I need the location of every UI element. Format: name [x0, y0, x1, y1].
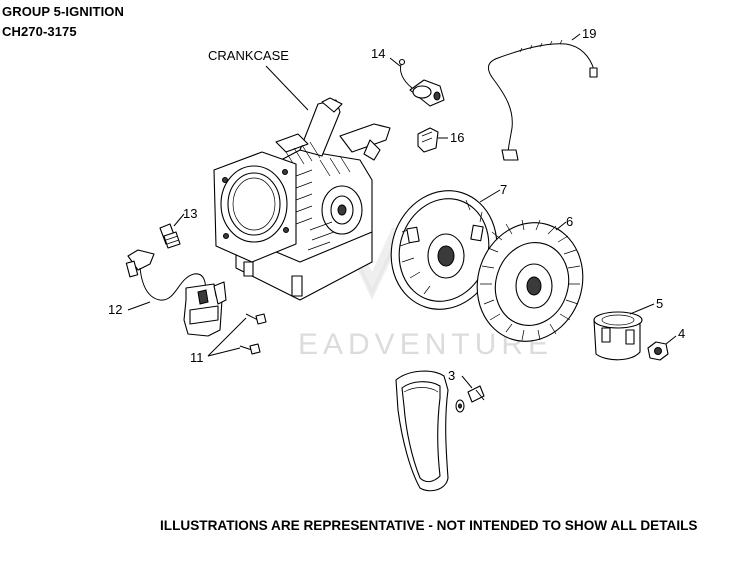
part-12-ignition-module[interactable]: [125, 249, 227, 337]
part-16-clip[interactable]: [417, 127, 448, 153]
callout-12: 12: [108, 302, 122, 317]
callout-7: 7: [500, 182, 507, 197]
part-4-nut[interactable]: [647, 335, 677, 361]
model-number: CH270-3175: [2, 24, 77, 39]
callout-11: 11: [190, 350, 204, 365]
callout-14: 14: [371, 46, 385, 61]
callout-5: 5: [656, 296, 663, 311]
callout-13: 13: [183, 206, 197, 221]
part-11-screws[interactable]: [207, 313, 267, 357]
callout-3: 3: [448, 368, 455, 383]
part-6-flywheel[interactable]: [462, 209, 598, 355]
callout-19: 19: [582, 26, 596, 41]
page-title: GROUP 5-IGNITION: [2, 4, 124, 19]
part-19-harness[interactable]: [488, 33, 598, 161]
blower-housing-part[interactable]: [395, 370, 449, 492]
part-14-sensor[interactable]: [389, 57, 445, 107]
callout-16: 16: [450, 130, 464, 145]
part-3-screw-washer[interactable]: [455, 375, 485, 413]
part-5-cup[interactable]: [593, 303, 655, 361]
part-7-stator[interactable]: [376, 177, 512, 323]
part-13-spark-plug[interactable]: [159, 213, 185, 249]
crankcase-part[interactable]: [213, 65, 391, 301]
callout-crankcase: CRANKCASE: [208, 48, 289, 63]
disclaimer-text: ILLUSTRATIONS ARE REPRESENTATIVE - NOT I…: [160, 518, 698, 533]
callout-4: 4: [678, 326, 685, 341]
callout-6: 6: [566, 214, 573, 229]
